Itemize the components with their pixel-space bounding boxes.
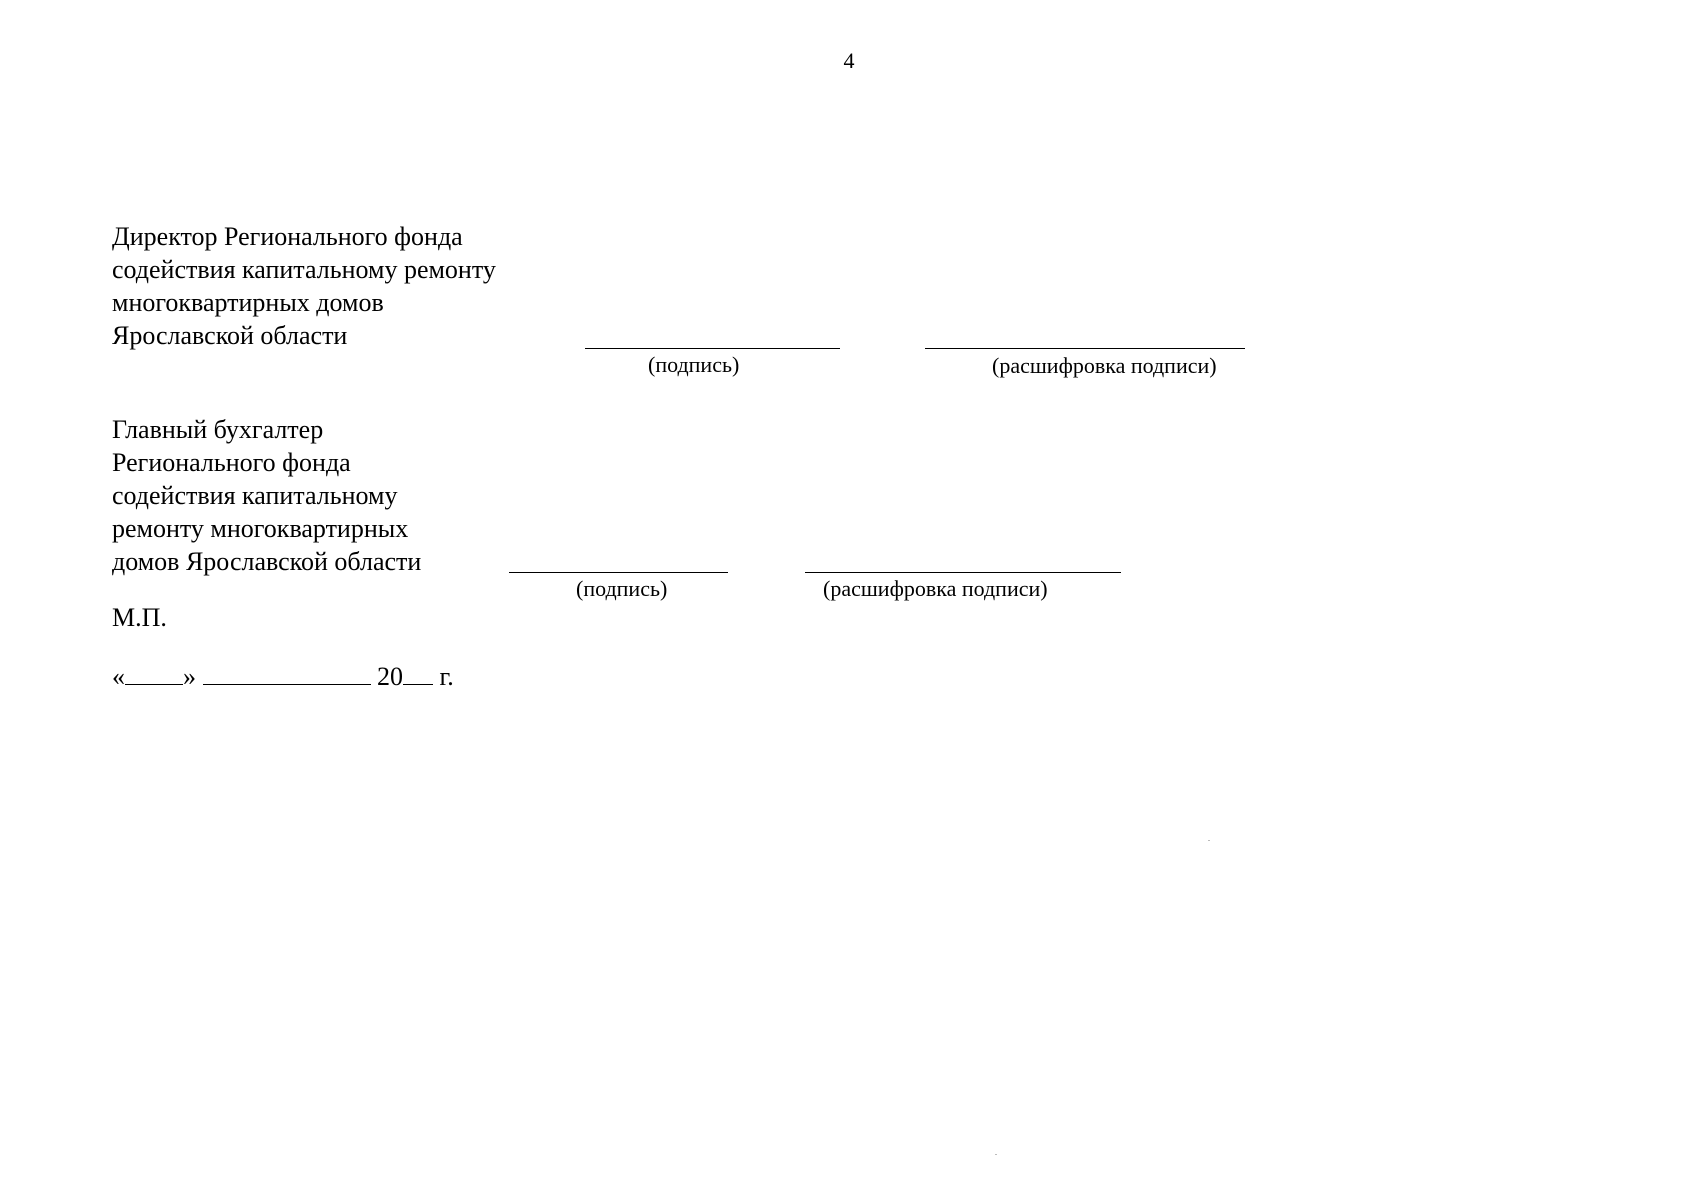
date-line: « » 20 г. — [112, 662, 454, 692]
stamp-label: М.П. — [112, 603, 167, 632]
accountant-signature-line — [509, 572, 728, 573]
date-open-quote: « — [112, 662, 125, 691]
director-signature-line — [585, 348, 840, 349]
director-title: Директор Регионального фонда содействия … — [112, 222, 496, 350]
accountant-signature-caption: (подпись) — [576, 576, 668, 601]
scan-speck — [1208, 840, 1210, 841]
director-decoding-line — [925, 348, 1245, 349]
date-close-quote: » — [183, 662, 196, 691]
director-signature-caption: (подпись) — [648, 352, 740, 377]
director-decoding-caption: (расшифровка подписи) — [992, 353, 1217, 378]
day-blank — [125, 662, 183, 685]
date-suffix: г. — [439, 662, 454, 691]
date-century: 20 — [377, 662, 403, 691]
accountant-decoding-line — [805, 572, 1121, 573]
scan-speck — [995, 1154, 997, 1155]
accountant-title: Главный бухгалтер Регионального фонда со… — [112, 415, 422, 576]
accountant-decoding-caption: (расшифровка подписи) — [823, 576, 1048, 601]
month-blank — [202, 662, 371, 685]
year-blank — [403, 662, 433, 685]
page-number: 4 — [843, 48, 855, 73]
